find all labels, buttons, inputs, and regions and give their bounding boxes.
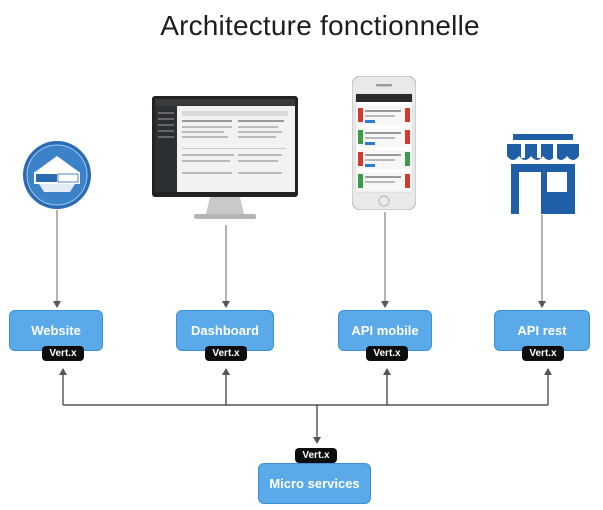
- micro-services-label: Micro services: [269, 476, 360, 491]
- micro-services-vertx-tag: Vert.x: [295, 448, 337, 463]
- micro-services-node: Micro services: [258, 463, 371, 504]
- dashboard-vertx-tag: Vert.x: [205, 346, 247, 361]
- api-rest-vertx-tag: Vert.x: [522, 346, 564, 361]
- api-mobile-node: API mobile: [338, 310, 432, 351]
- website-node: Website: [9, 310, 103, 351]
- desktop-monitor-icon: [152, 96, 298, 224]
- diagram-title: Architecture fonctionnelle: [160, 10, 480, 41]
- smartphone-icon: [351, 75, 417, 211]
- storefront-icon: [507, 134, 579, 214]
- dashboard-node: Dashboard: [176, 310, 274, 351]
- api-rest-label: API rest: [517, 323, 567, 338]
- api-mobile-label: API mobile: [351, 323, 419, 338]
- courser-prive-logo-icon: [22, 140, 92, 210]
- api-mobile-vertx-tag: Vert.x: [366, 346, 408, 361]
- website-label: Website: [31, 323, 81, 338]
- dashboard-label: Dashboard: [191, 323, 259, 338]
- website-vertx-tag: Vert.x: [42, 346, 84, 361]
- api-rest-node: API rest: [494, 310, 590, 351]
